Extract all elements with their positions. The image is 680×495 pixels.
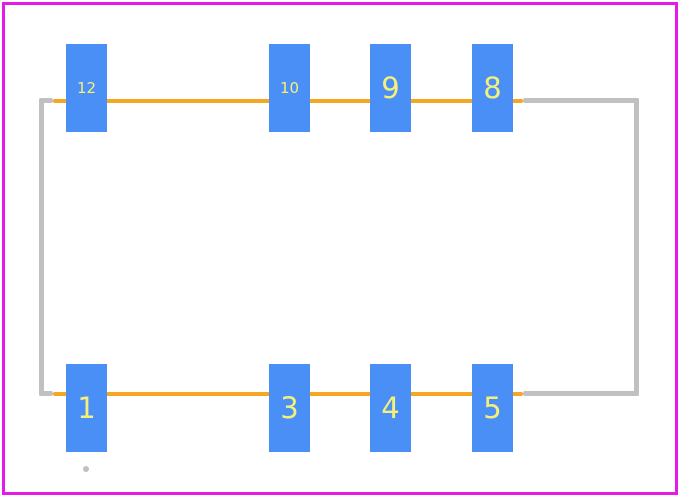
pad-label: 9 (381, 70, 400, 105)
pad-8[interactable]: 8 (472, 44, 513, 132)
pad-label: 3 (280, 390, 299, 425)
silkscreen-left-top-tick (39, 98, 53, 103)
pad-label: 8 (483, 70, 502, 105)
pad-4[interactable]: 4 (370, 364, 411, 452)
pad-1[interactable]: 1 (66, 364, 107, 452)
pad-label: 12 (76, 78, 97, 97)
pad-label: 5 (483, 390, 502, 425)
pad-label: 4 (381, 390, 400, 425)
pad-label: 10 (279, 78, 300, 97)
silkscreen-right-edge (634, 98, 639, 396)
pad-5[interactable]: 5 (472, 364, 513, 452)
pad-label: 1 (77, 390, 96, 425)
silkscreen-right-bottom-edge (523, 391, 639, 396)
silkscreen-left-edge (39, 98, 44, 396)
pad-9[interactable]: 9 (370, 44, 411, 132)
silkscreen-right-top-edge (523, 98, 639, 103)
silkscreen-left-bottom-tick (39, 391, 53, 396)
pad-12[interactable]: 12 (66, 44, 107, 132)
pad-10[interactable]: 10 (269, 44, 310, 132)
pin1-marker-dot (83, 466, 89, 472)
pad-3[interactable]: 3 (269, 364, 310, 452)
